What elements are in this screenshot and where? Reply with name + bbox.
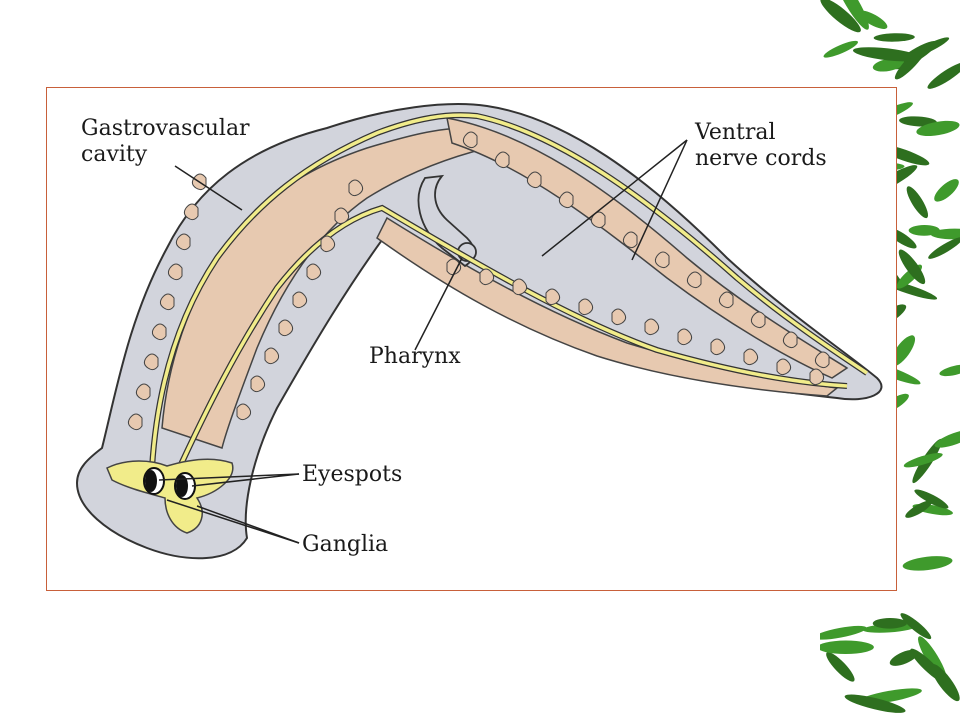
bamboo-leaf <box>900 613 932 640</box>
bamboo-leaf <box>820 0 861 33</box>
gut-diverticulum <box>743 348 759 366</box>
gut-diverticulum <box>127 413 143 431</box>
gut-diverticulum <box>264 347 280 365</box>
bamboo-leaf <box>820 625 867 640</box>
gut-diverticulum <box>306 263 322 281</box>
bamboo-leaf <box>916 120 960 137</box>
gut-diverticulum <box>677 328 693 346</box>
bamboo-leaf <box>910 648 946 683</box>
leader-eyespots-2 <box>191 473 300 487</box>
bamboo-leaf <box>930 228 960 240</box>
gut-diverticulum <box>545 288 561 306</box>
bamboo-leaf <box>820 640 874 654</box>
bamboo-leaf <box>823 40 859 58</box>
bamboo-leaf <box>873 33 915 42</box>
leader-lines <box>158 139 688 544</box>
bamboo-leaf <box>834 0 869 30</box>
gut-diverticula <box>127 131 830 431</box>
gut-diverticulum <box>348 179 364 197</box>
label-eyespots: Eyespots <box>302 462 403 487</box>
bamboo-leaf <box>903 453 943 468</box>
bamboo-leaf <box>906 186 929 219</box>
gut-diverticulum <box>718 291 734 309</box>
label-gastrovascular-cavity: Gastrovascular cavity <box>81 116 250 168</box>
label-ventral-line1: Ventral <box>695 120 776 145</box>
gut-diverticulum <box>590 211 606 229</box>
gut-diverticulum <box>143 353 159 371</box>
gut-diverticulum <box>250 375 266 393</box>
gut-diverticulum <box>479 268 495 286</box>
gut-diverticulum <box>462 131 478 149</box>
bamboo-leaf <box>858 10 888 29</box>
bamboo-leaf <box>826 652 855 682</box>
gut-diverticulum <box>151 323 167 341</box>
gut-diverticulum <box>494 151 510 169</box>
leader-ganglia-2 <box>166 499 300 544</box>
gut-diverticulum <box>710 338 726 356</box>
bamboo-leaf <box>853 47 922 62</box>
gut-diverticulum <box>167 263 183 281</box>
gut-diverticulum <box>512 278 528 296</box>
gut-diverticulum <box>809 368 825 386</box>
bamboo-leaf <box>914 489 949 509</box>
bamboo-leaf <box>927 62 960 89</box>
gut-diverticulum <box>159 293 175 311</box>
gut-tail-branch-lower <box>376 216 839 397</box>
leader-ventral-1 <box>541 139 688 257</box>
gut-diverticulum <box>175 233 191 251</box>
gut-diverticulum <box>558 191 574 209</box>
gut-diverticulum <box>135 383 151 401</box>
eyespot-left <box>143 467 165 495</box>
bamboo-leaf <box>902 556 953 571</box>
gut-diverticulum <box>782 331 798 349</box>
planarian-body-illustration <box>75 103 883 560</box>
gut-diverticulum <box>814 351 830 369</box>
bamboo-leaf <box>889 649 919 666</box>
gut-diverticulum <box>236 403 252 421</box>
bamboo-leaf <box>899 116 937 127</box>
bamboo-leaf <box>905 500 932 518</box>
label-ventral-nerve-cords: Ventral nerve cords <box>695 120 827 172</box>
gut-diverticulum <box>622 231 638 249</box>
bamboo-leaf <box>907 37 950 59</box>
gut-diverticulum <box>292 291 308 309</box>
leader-ventral-2 <box>631 139 688 261</box>
gut-diverticulum <box>750 311 766 329</box>
bamboo-leaf <box>934 429 960 448</box>
gut-diverticulum <box>320 235 336 253</box>
gut-diverticulum <box>686 271 702 289</box>
gut-diverticulum <box>446 258 462 276</box>
label-pharynx: Pharynx <box>369 344 461 369</box>
bamboo-leaf <box>898 249 926 285</box>
bamboo-leaf <box>872 618 908 629</box>
planarian-diagram: Gastrovascular cavity Ventral nerve cord… <box>46 87 897 591</box>
gut-tail-branch-upper <box>446 117 849 379</box>
bamboo-leaf <box>939 364 960 377</box>
bamboo-leaf <box>928 237 960 259</box>
gut-diverticulum <box>526 171 542 189</box>
label-ganglia: Ganglia <box>302 532 389 557</box>
gut-diverticulum <box>183 203 199 221</box>
bamboo-leaf <box>934 179 959 202</box>
gut-diverticulum <box>644 318 660 336</box>
gut-diverticulum <box>654 251 670 269</box>
ventral-nerve-cord-right-fill <box>175 206 848 474</box>
gut-diverticulum <box>611 308 627 326</box>
gut-diverticulum <box>578 298 594 316</box>
bamboo-leaf <box>872 58 905 72</box>
gut-diverticulum <box>776 358 792 376</box>
gut-diverticulum <box>334 207 350 225</box>
leader-gastrovascular <box>174 165 243 211</box>
bamboo-leaf <box>844 694 906 713</box>
label-ventral-line2: nerve cords <box>695 146 827 171</box>
leader-eyespots-1 <box>158 473 300 481</box>
label-gastrovascular-line2: cavity <box>81 142 148 167</box>
bamboo-leaf <box>908 225 940 236</box>
label-gastrovascular-line1: Gastrovascular <box>81 116 250 141</box>
leader-pharynx <box>414 257 463 351</box>
ventral-nerve-cord-left-fill <box>150 113 868 469</box>
gut-diverticulum <box>278 319 294 337</box>
